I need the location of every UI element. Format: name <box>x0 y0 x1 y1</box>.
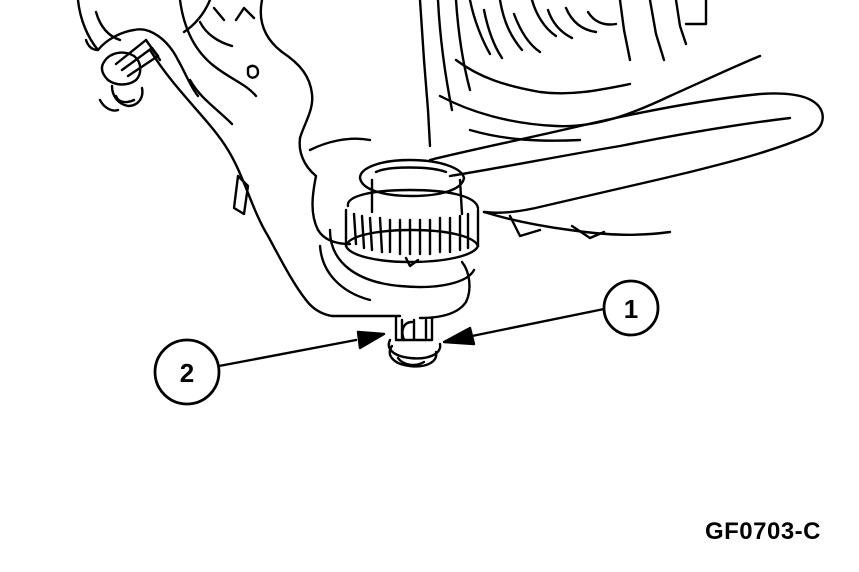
figure-id-label: GF0703-C <box>704 518 821 545</box>
ball-joint-stud-and-nut <box>387 316 442 368</box>
callout-1-arrowhead <box>442 326 476 346</box>
callout-2-leader <box>217 338 358 368</box>
callout-1-circle <box>602 279 660 337</box>
steering-knuckle <box>148 0 402 318</box>
callout-2-circle <box>153 338 221 406</box>
callout-2-number: 2 <box>180 358 194 388</box>
upper-left-mount <box>76 0 200 112</box>
callout-2-arrowhead <box>356 330 386 350</box>
lower-control-arm <box>428 92 824 240</box>
ball-joint-housing <box>318 158 480 320</box>
callout-1: 1 <box>442 279 660 346</box>
callout-1-leader <box>470 307 606 338</box>
callout-2: 2 <box>153 330 386 406</box>
callout-1-number: 1 <box>624 294 638 324</box>
